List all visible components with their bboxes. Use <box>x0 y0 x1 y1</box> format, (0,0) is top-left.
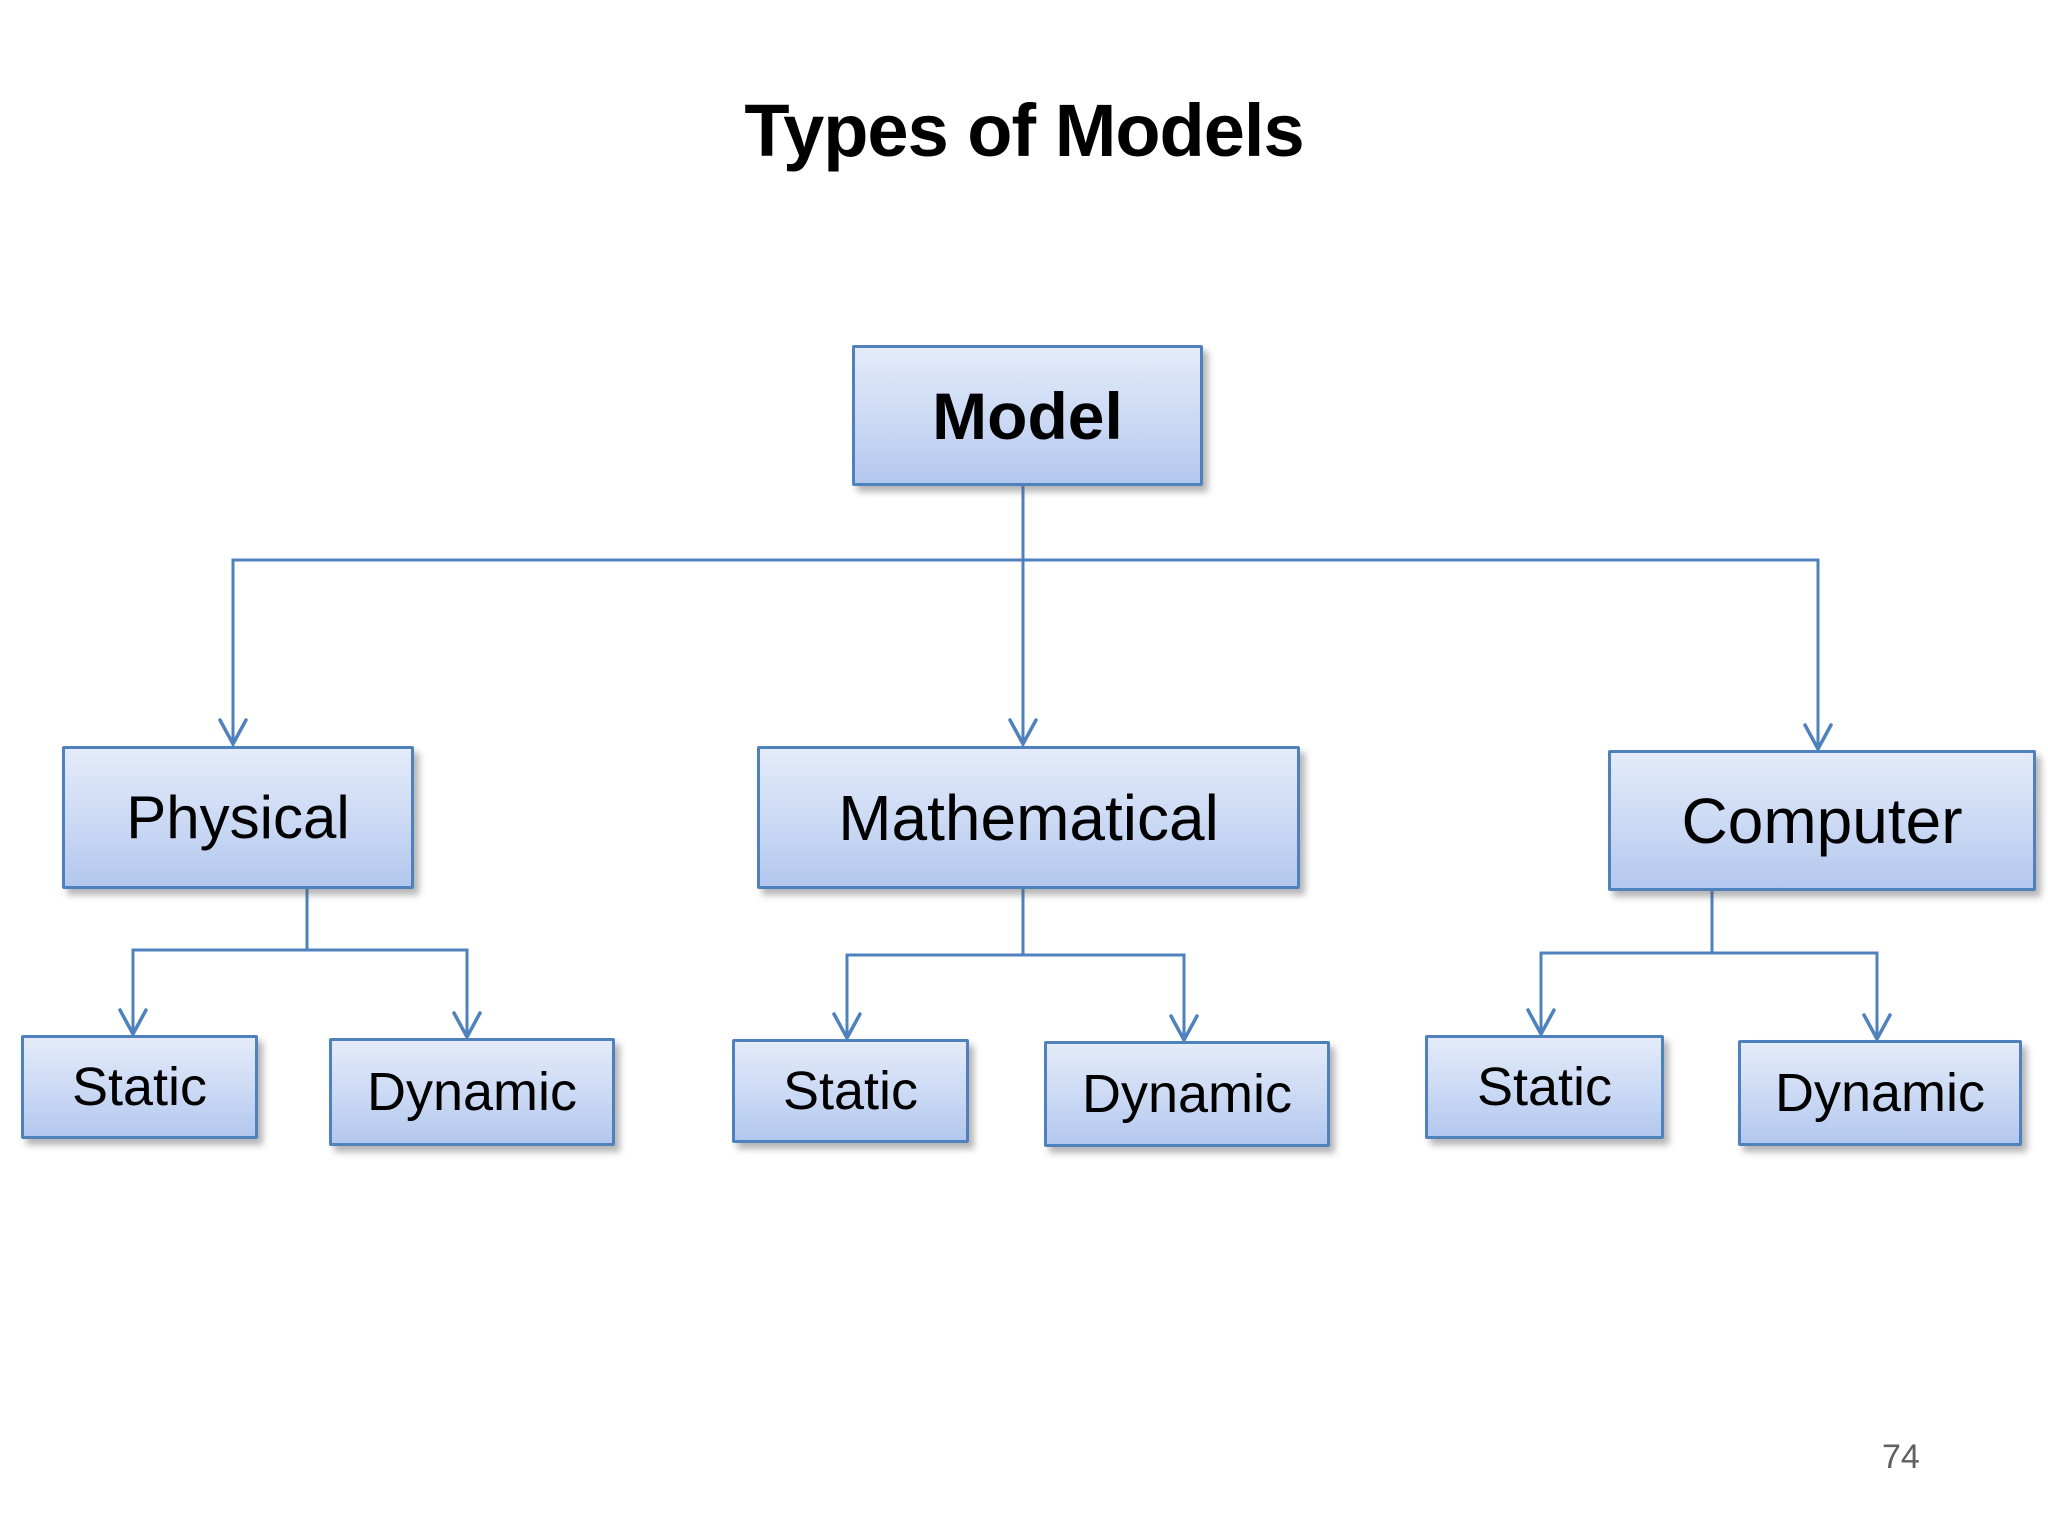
arrowhead-into-computer-dynamic <box>1862 1013 1892 1043</box>
node-mathematical-label: Mathematical <box>838 781 1219 854</box>
arrowhead-into-physical-dynamic <box>452 1011 482 1041</box>
arrowhead-into-physical <box>218 718 248 748</box>
arrowhead-into-mathematical <box>1008 718 1038 748</box>
node-physical: Physical <box>62 746 414 889</box>
node-mathematical-static-label: Static <box>782 1061 919 1121</box>
node-mathematical: Mathematical <box>757 746 1300 889</box>
node-model: Model <box>852 345 1203 486</box>
node-physical-dynamic: Dynamic <box>329 1038 615 1146</box>
node-computer: Computer <box>1608 750 2036 891</box>
connector-mathematical-rail <box>845 953 1186 1040</box>
node-physical-static: Static <box>21 1035 258 1139</box>
node-computer-static: Static <box>1425 1035 1664 1139</box>
page-number: 74 <box>1882 1438 1920 1476</box>
arrowhead-into-mathematical-static <box>832 1012 862 1042</box>
node-computer-static-label: Static <box>1476 1057 1613 1117</box>
arrowhead-into-computer <box>1803 723 1833 753</box>
connector-physical-rail <box>131 948 469 1037</box>
connector-computer-rail <box>1539 951 1879 1039</box>
arrowhead-into-computer-static <box>1526 1008 1556 1038</box>
node-mathematical-dynamic-label: Dynamic <box>1081 1064 1293 1124</box>
node-mathematical-dynamic: Dynamic <box>1044 1041 1330 1147</box>
connector-model-rail <box>231 558 1820 749</box>
node-physical-label: Physical <box>126 783 350 851</box>
node-physical-static-label: Static <box>71 1057 208 1117</box>
node-model-label: Model <box>932 378 1123 453</box>
node-computer-dynamic-label: Dynamic <box>1774 1063 1986 1123</box>
node-physical-dynamic-label: Dynamic <box>366 1062 578 1122</box>
slide-title: Types of Models <box>744 89 1304 172</box>
node-computer-dynamic: Dynamic <box>1738 1040 2022 1146</box>
node-computer-label: Computer <box>1681 784 1963 857</box>
node-mathematical-static: Static <box>732 1039 969 1143</box>
arrowhead-into-mathematical-dynamic <box>1169 1014 1199 1044</box>
arrowhead-into-physical-static <box>118 1008 148 1038</box>
